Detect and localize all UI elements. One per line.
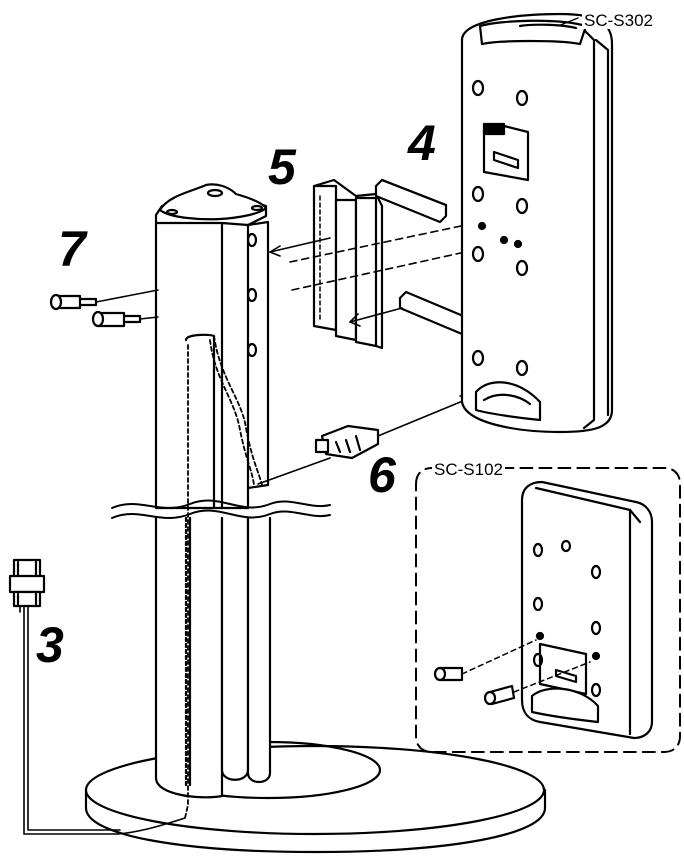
model-label-sc-s302: SC-S302 [582,11,655,30]
inset-frame [415,467,681,753]
model-leader-top [557,17,579,27]
screw-lower [91,310,159,328]
step-number-7: 7 [58,221,86,277]
stand-pole-upper [154,183,270,510]
break-line [111,499,331,519]
connector-plug [8,558,46,608]
speaker-sc-s102 [520,480,654,740]
mounting-bracket [312,178,384,350]
screw-upper [49,289,159,311]
internal-cable [184,335,263,819]
step-number-3: 3 [36,617,64,673]
step-number-4: 4 [408,115,436,171]
cushion-pad-lower [398,290,470,336]
cushion-pad-upper [374,178,448,224]
inset-screw-lower [483,661,591,706]
step-number-6: 6 [368,447,396,503]
speaker-sc-s302 [460,12,614,434]
connector-6 [314,424,380,460]
stand-pole-lower [154,516,272,799]
inset-screw-upper [433,639,537,682]
stand-base [84,740,547,854]
step-number-5: 5 [268,139,296,195]
model-label-sc-s102: SC-S102 [432,460,505,479]
